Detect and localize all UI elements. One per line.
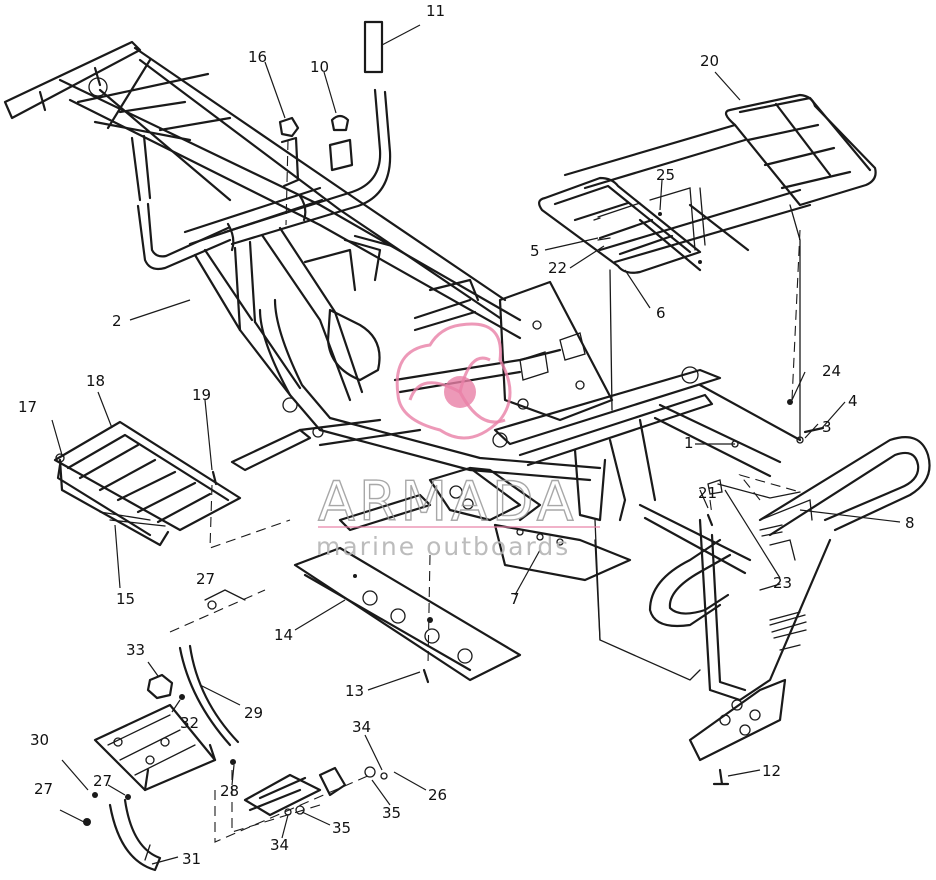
front-bumper <box>648 436 931 762</box>
callout-10: 10 <box>310 58 329 76</box>
watermark-brand: ARMADA <box>318 470 578 533</box>
propeller-logo-icon <box>395 322 512 440</box>
callout-23: 23 <box>773 574 792 592</box>
callout-27-low: 27 <box>34 780 53 798</box>
callout-30: 30 <box>30 731 49 749</box>
callout-12: 12 <box>762 762 781 780</box>
callout-22: 22 <box>548 259 567 277</box>
callout-2: 2 <box>112 312 122 330</box>
armada-watermark: ARMADA marine outboards <box>316 322 600 561</box>
callout-5: 5 <box>530 242 540 260</box>
callout-27-mid: 27 <box>93 772 112 790</box>
left-footrest <box>53 420 242 547</box>
callout-35-right: 35 <box>382 804 401 822</box>
callout-21: 21 <box>698 484 717 502</box>
callout-31: 31 <box>182 850 201 868</box>
callout-34-top: 34 <box>352 718 371 736</box>
callout-4: 4 <box>848 392 858 410</box>
callout-18: 18 <box>86 372 105 390</box>
left-lower-assembly <box>83 589 388 872</box>
main-frame <box>3 20 802 681</box>
callout-29: 29 <box>244 704 263 722</box>
callout-26: 26 <box>428 786 447 804</box>
callout-27-top: 27 <box>196 570 215 588</box>
watermark-tagline: marine outboards <box>316 532 570 561</box>
callout-13: 13 <box>345 682 364 700</box>
callout-14: 14 <box>274 626 293 644</box>
assembly-lines <box>169 139 801 843</box>
callout-1: 1 <box>684 434 694 452</box>
callout-7: 7 <box>510 590 520 608</box>
callout-labels: 11 16 10 20 25 5 22 6 2 24 4 3 1 21 8 23… <box>18 2 915 868</box>
callout-34-low: 34 <box>270 836 289 854</box>
callout-16: 16 <box>248 48 267 66</box>
callout-3: 3 <box>822 418 832 436</box>
callout-20: 20 <box>700 52 719 70</box>
callout-8: 8 <box>905 514 915 532</box>
callout-19: 19 <box>192 386 211 404</box>
callout-33: 33 <box>126 641 145 659</box>
leader-lines <box>51 24 901 865</box>
floorboard <box>293 546 522 682</box>
hardware <box>211 114 825 786</box>
callout-24: 24 <box>822 362 841 380</box>
callout-17: 17 <box>18 398 37 416</box>
callout-11: 11 <box>426 2 445 20</box>
callout-25: 25 <box>656 166 675 184</box>
callout-15: 15 <box>116 590 135 608</box>
front-rack <box>538 93 877 441</box>
callout-28: 28 <box>220 782 239 800</box>
callout-32: 32 <box>180 714 199 732</box>
callout-6: 6 <box>656 304 666 322</box>
callout-35-left: 35 <box>332 819 351 837</box>
